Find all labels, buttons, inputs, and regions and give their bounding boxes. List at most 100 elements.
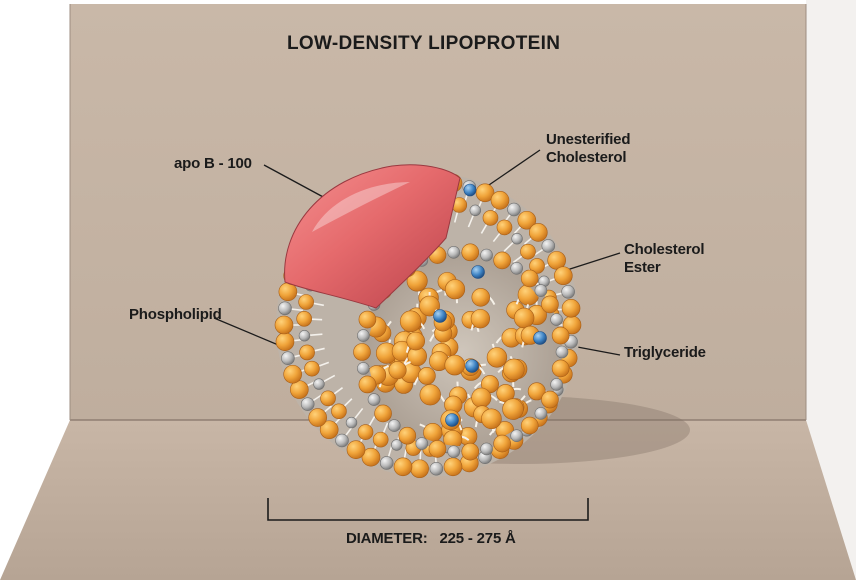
triglyceride-molecule xyxy=(514,308,534,328)
triglyceride-molecule xyxy=(472,288,490,306)
phospholipid-head xyxy=(373,432,388,447)
phospholipid-head xyxy=(497,220,512,235)
rim-head-grey xyxy=(357,330,369,342)
label-triglyceride: Triglyceride xyxy=(624,344,706,362)
cholesterol-ester-molecule xyxy=(472,266,485,279)
phospholipid-head-grey xyxy=(430,462,443,475)
phospholipid-head xyxy=(394,458,412,476)
phospholipid-head-grey xyxy=(470,205,481,216)
label-phospholipid: Phospholipid xyxy=(129,306,222,324)
rim-head xyxy=(359,311,376,328)
rim-head-grey xyxy=(535,407,547,419)
phospholipid-head xyxy=(483,210,498,225)
triglyceride-molecule xyxy=(503,359,524,380)
rim-head xyxy=(359,376,376,393)
phospholipid-head xyxy=(358,425,373,440)
triglyceride-molecule xyxy=(481,409,501,429)
phospholipid-head-grey xyxy=(314,379,325,390)
phospholipid-head-grey xyxy=(512,233,523,244)
cholesterol-ester-molecule xyxy=(534,332,547,345)
rim-head-grey xyxy=(388,420,400,432)
triglyceride-molecule xyxy=(471,309,490,328)
label-cholesterol-ester: Cholesterol Ester xyxy=(624,241,704,277)
label-apo-b-100: apo B - 100 xyxy=(174,155,252,173)
phospholipid-head xyxy=(299,294,314,309)
cholesterol-ester-molecule xyxy=(466,360,479,373)
phospholipid-head-grey xyxy=(336,434,349,447)
phospholipid-head xyxy=(347,441,365,459)
phospholipid-head xyxy=(309,409,327,427)
label-unesterified-cholesterol: Unesterified Cholesterol xyxy=(546,131,630,167)
rim-head-grey xyxy=(481,443,493,455)
rim-head xyxy=(375,405,392,422)
rim-head-grey xyxy=(368,394,380,406)
rim-head-grey xyxy=(511,262,523,274)
diameter-value: 225 - 275 Å xyxy=(440,530,516,547)
rim-head xyxy=(354,344,371,361)
triglyceride-molecule xyxy=(400,311,421,332)
phospholipid-head xyxy=(554,267,572,285)
label-unesterified-line1: Unesterified xyxy=(546,131,630,149)
cholesterol-ester-molecule xyxy=(446,414,459,427)
phospholipid-head-grey xyxy=(542,239,555,252)
phospholipid-head xyxy=(297,311,312,326)
phospholipid-head xyxy=(284,365,302,383)
triglyceride-molecule xyxy=(420,384,441,405)
rim-head xyxy=(541,391,558,408)
diagram-title: LOW-DENSITY LIPOPROTEIN xyxy=(287,35,560,53)
phospholipid-head xyxy=(411,460,429,478)
rim-head xyxy=(521,417,538,434)
label-unesterified-line2: Cholesterol xyxy=(546,149,630,167)
rim-head xyxy=(521,270,538,287)
triglyceride-molecule xyxy=(445,355,465,375)
phospholipid-head-grey xyxy=(346,417,357,428)
phospholipid-head-grey xyxy=(278,302,291,315)
rim-head-grey xyxy=(556,346,568,358)
phospholipid-head-grey xyxy=(281,352,294,365)
rim-head-grey xyxy=(357,362,369,374)
rim-head xyxy=(399,427,416,444)
rim-head-grey xyxy=(416,438,428,450)
rim-head xyxy=(552,327,569,344)
phospholipid-head-grey xyxy=(562,285,575,298)
triglyceride-molecule xyxy=(503,399,524,420)
phospholipid-head xyxy=(520,244,535,259)
phospholipid-head xyxy=(331,404,346,419)
diameter-caption: DIAMETER: xyxy=(346,530,428,547)
phospholipid-head-grey xyxy=(380,456,393,469)
triglyceride-molecule xyxy=(389,361,406,378)
rim-head xyxy=(462,244,479,261)
rim-head xyxy=(494,435,511,452)
phospholipid-head xyxy=(275,316,293,334)
rim-head-grey xyxy=(448,446,460,458)
rim-head-grey xyxy=(535,285,547,297)
unesterified-cholesterol-molecule xyxy=(464,184,476,196)
label-ester-line1: Cholesterol xyxy=(624,241,704,259)
triglyceride-molecule xyxy=(472,388,491,407)
phospholipid-head xyxy=(304,361,319,376)
rim-head xyxy=(462,443,479,460)
triglyceride-molecule xyxy=(418,367,435,384)
rim-head xyxy=(541,296,558,313)
phospholipid-head xyxy=(300,345,315,360)
phospholipid-head xyxy=(491,191,509,209)
phospholipid-head-grey xyxy=(301,398,314,411)
triglyceride-molecule xyxy=(407,332,425,350)
rim-head xyxy=(494,252,511,269)
triglyceride-molecule xyxy=(445,279,465,299)
triglyceride-molecule xyxy=(487,348,507,368)
phospholipid-head xyxy=(562,299,580,317)
rim-head-grey xyxy=(448,246,460,258)
phospholipid-head xyxy=(444,458,462,476)
phospholipid-head xyxy=(276,333,294,351)
label-ester-line2: Ester xyxy=(624,259,704,277)
phospholipid-head xyxy=(529,223,547,241)
cholesterol-ester-molecule xyxy=(434,310,447,323)
rim-head xyxy=(429,440,446,457)
phospholipid-head-grey xyxy=(508,203,521,216)
phospholipid-head-grey xyxy=(299,330,310,341)
diameter-label: DIAMETER: 225 - 275 Å xyxy=(346,530,516,548)
rim-head-grey xyxy=(511,430,523,442)
rim-head-grey xyxy=(551,314,563,326)
